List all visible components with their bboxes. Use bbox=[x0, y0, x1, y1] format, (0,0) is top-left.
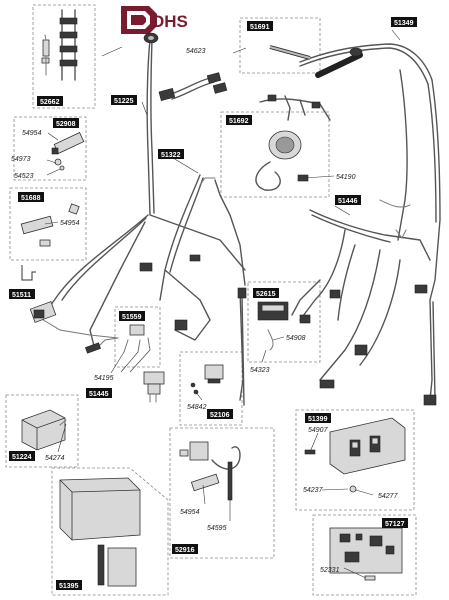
tag-51559: 51559 bbox=[119, 311, 145, 321]
svg-text:52916: 52916 bbox=[175, 547, 195, 554]
svg-text:51224: 51224 bbox=[12, 454, 32, 461]
tag-51445: 51445 bbox=[86, 388, 112, 398]
relay-52106-icon bbox=[190, 364, 224, 395]
control-box-51224-icon bbox=[21, 409, 67, 451]
group-boxes bbox=[5, 4, 417, 596]
svg-text:51225: 51225 bbox=[114, 98, 134, 105]
label-54842: 54842 bbox=[187, 404, 207, 411]
svg-text:52106: 52106 bbox=[210, 412, 230, 419]
tag-51399: 51399 bbox=[305, 413, 331, 423]
sealant-tube-51688-icon bbox=[20, 203, 80, 247]
rod-51691-icon bbox=[269, 45, 311, 60]
tag-52615: 52615 bbox=[253, 288, 279, 298]
svg-text:57127: 57127 bbox=[385, 521, 405, 528]
tag-51691: 51691 bbox=[247, 21, 273, 31]
housing-51395-icon bbox=[59, 477, 141, 587]
label-54973: 54973 bbox=[11, 156, 31, 163]
label-54908: 54908 bbox=[286, 335, 306, 342]
tag-52916: 52916 bbox=[172, 544, 198, 554]
tag-51395: 51395 bbox=[56, 580, 82, 590]
grease-tube-52908-icon bbox=[51, 132, 85, 171]
label-54595: 54595 bbox=[207, 525, 227, 532]
tag-51349: 51349 bbox=[391, 17, 417, 27]
grommet-51225-icon bbox=[143, 32, 159, 44]
tag-51688: 51688 bbox=[18, 192, 44, 202]
svg-text:52662: 52662 bbox=[40, 99, 60, 106]
svg-text:51559: 51559 bbox=[122, 314, 142, 321]
relay-51559-icon bbox=[85, 324, 151, 354]
svg-text:51399: 51399 bbox=[308, 416, 328, 423]
label-52331: 52331 bbox=[320, 567, 340, 574]
svg-text:51688: 51688 bbox=[21, 195, 41, 202]
leader-lines bbox=[44, 29, 401, 579]
label-54195: 54195 bbox=[94, 375, 114, 382]
label-54323: 54323 bbox=[250, 367, 270, 374]
main-harness bbox=[39, 39, 441, 406]
tag-51225: 51225 bbox=[111, 95, 137, 105]
label-54954-b: 54954 bbox=[60, 220, 80, 227]
circuit-board-57127-icon bbox=[329, 527, 403, 581]
label-54190: 54190 bbox=[336, 174, 356, 181]
fuse-holder-icon bbox=[41, 9, 78, 81]
tag-51446: 51446 bbox=[335, 195, 361, 205]
label-54623: 54623 bbox=[186, 48, 206, 55]
label-54274: 54274 bbox=[45, 455, 65, 462]
control-panel-51399-icon bbox=[304, 417, 406, 493]
tag-51322: 51322 bbox=[158, 149, 184, 159]
label-54277: 54277 bbox=[378, 493, 399, 500]
tag-52106: 52106 bbox=[207, 409, 233, 419]
connector-block-52615-icon bbox=[257, 301, 289, 351]
label-54237: 54237 bbox=[303, 487, 324, 494]
svg-text:51349: 51349 bbox=[394, 20, 414, 27]
harness-connectors bbox=[33, 94, 437, 406]
tag-51692: 51692 bbox=[226, 115, 252, 125]
horn-51692-icon bbox=[255, 130, 309, 191]
svg-text:51322: 51322 bbox=[161, 152, 181, 159]
tag-51224: 51224 bbox=[9, 451, 35, 461]
label-54954-c: 54954 bbox=[180, 509, 200, 516]
label-54954-a: 54954 bbox=[22, 130, 42, 137]
svg-text:51511: 51511 bbox=[12, 292, 31, 299]
svg-text:51445: 51445 bbox=[89, 391, 109, 398]
svg-text:52615: 52615 bbox=[256, 291, 276, 298]
svg-text:51395: 51395 bbox=[59, 583, 79, 590]
label-54523: 54523 bbox=[14, 173, 34, 180]
svg-text:51691: 51691 bbox=[250, 24, 270, 31]
sleeve-51349-icon bbox=[315, 47, 363, 78]
tag-52908: 52908 bbox=[53, 118, 79, 128]
dhs-logo: DHS bbox=[121, 6, 188, 34]
svg-text:52908: 52908 bbox=[56, 121, 76, 128]
label-54907: 54907 bbox=[308, 427, 329, 434]
svg-text:51692: 51692 bbox=[229, 118, 249, 125]
connector-54623-icon bbox=[158, 72, 228, 102]
tag-51511: 51511 bbox=[9, 289, 35, 299]
sensor-kit-52916-icon bbox=[179, 441, 241, 501]
tag-57127: 57127 bbox=[382, 518, 408, 528]
part-sketches bbox=[20, 9, 437, 587]
logo-text: DHS bbox=[152, 12, 188, 31]
connector-51445-icon bbox=[143, 371, 165, 403]
svg-text:51446: 51446 bbox=[338, 198, 358, 205]
tag-52662: 52662 bbox=[37, 96, 63, 106]
